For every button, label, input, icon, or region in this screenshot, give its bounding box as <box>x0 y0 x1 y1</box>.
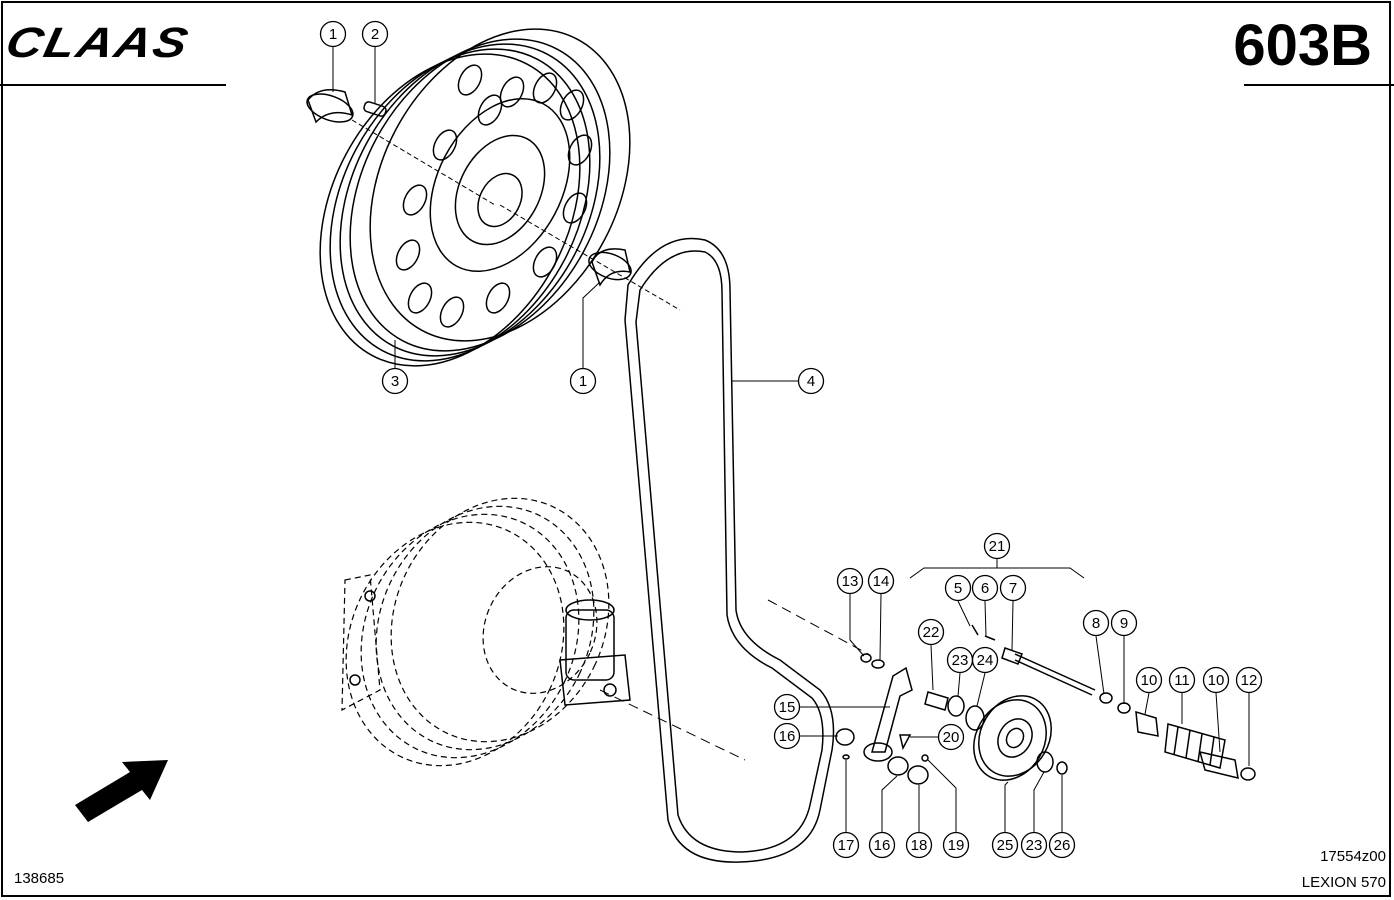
callout-label: 16 <box>779 728 796 745</box>
spring-seat-10a <box>1135 710 1159 737</box>
bushing-18 <box>907 765 929 785</box>
bolt-22 <box>924 691 949 711</box>
callout-c8: 8 <box>1082 609 1110 637</box>
callout-c7: 7 <box>999 574 1027 602</box>
callout-c1a: 1 <box>319 20 347 48</box>
callout-c9: 9 <box>1110 609 1138 637</box>
callout-label: 16 <box>874 837 891 854</box>
callout-label: 12 <box>1241 672 1258 689</box>
callout-label: 23 <box>952 652 969 669</box>
nut-13 <box>860 653 872 663</box>
callout-c16b: 16 <box>868 831 896 859</box>
machine-model: LEXION 570 <box>1301 874 1386 891</box>
callout-c15: 15 <box>773 693 801 721</box>
tension-rod <box>971 624 1096 696</box>
callout-c22: 22 <box>917 618 945 646</box>
callout-label: 6 <box>981 580 989 597</box>
header-rule-left <box>0 84 226 86</box>
spring-seat-10b <box>1198 750 1239 779</box>
callout-label: 23 <box>1026 837 1043 854</box>
pin-17 <box>842 754 850 760</box>
callout-label: 26 <box>1054 837 1071 854</box>
callout-c19: 19 <box>942 831 970 859</box>
callout-c14: 14 <box>867 567 895 595</box>
tensioner-arm <box>863 666 913 762</box>
callout-label: 10 <box>1141 672 1158 689</box>
callout-label: 18 <box>911 837 928 854</box>
nut-12 <box>1240 767 1256 781</box>
callout-label: 24 <box>977 652 994 669</box>
callout-c26: 26 <box>1048 831 1076 859</box>
bushing-16b <box>887 756 909 776</box>
callout-c12: 12 <box>1235 666 1263 694</box>
callout-label: 1 <box>579 373 587 390</box>
callout-label: 7 <box>1009 580 1017 597</box>
washer-14 <box>871 659 885 669</box>
callout-label: 10 <box>1208 672 1225 689</box>
wedge-20 <box>899 734 912 751</box>
callout-c21: 21 <box>983 532 1011 560</box>
callout-c10a: 10 <box>1135 666 1163 694</box>
callout-label: 1 <box>329 26 337 43</box>
ring-23 <box>947 695 965 717</box>
callout-label: 3 <box>391 373 399 390</box>
engine-drive-hub <box>341 497 631 767</box>
callout-c25: 25 <box>991 831 1019 859</box>
callout-label: 2 <box>371 26 379 43</box>
callout-c3: 3 <box>381 367 409 395</box>
circlip-23 <box>1036 751 1054 773</box>
callout-c5: 5 <box>944 574 972 602</box>
callout-label: 11 <box>1174 672 1190 689</box>
callout-label: 15 <box>779 699 796 716</box>
callout-label: 20 <box>943 729 960 746</box>
callout-label: 21 <box>989 538 1006 555</box>
pulley-wheel <box>319 28 631 367</box>
callout-c2: 2 <box>361 20 389 48</box>
document-number: 138685 <box>14 870 65 887</box>
callout-c1b: 1 <box>569 367 597 395</box>
page-number: 603B <box>1233 13 1372 78</box>
v-belt <box>624 237 835 863</box>
callout-c17: 17 <box>832 831 860 859</box>
grease-nipple-19 <box>921 754 929 762</box>
taper-bushing-half-2 <box>588 248 632 287</box>
taper-bushing-half <box>306 89 354 124</box>
leader-lines <box>332 47 1250 832</box>
callout-label: 8 <box>1092 615 1100 632</box>
callout-c20: 20 <box>937 723 965 751</box>
feather-key <box>363 101 387 117</box>
callout-c10b: 10 <box>1202 666 1230 694</box>
callout-c11: 11 <box>1168 666 1196 694</box>
callout-c23a: 23 <box>946 646 974 674</box>
callout-label: 13 <box>842 573 859 590</box>
nut-8 <box>1099 692 1113 704</box>
callout-c4: 4 <box>797 367 825 395</box>
callout-c16a: 16 <box>773 722 801 750</box>
callout-label: 25 <box>997 837 1014 854</box>
group-bracket-21 <box>909 567 1085 579</box>
bushing-16a <box>835 728 855 746</box>
drawing-id: 17554z00 <box>1320 848 1386 865</box>
callout-label: 17 <box>838 837 855 854</box>
callout-label: 14 <box>873 573 890 590</box>
direction-arrow <box>75 760 168 822</box>
callout-label: 4 <box>807 373 815 390</box>
callout-c13: 13 <box>836 567 864 595</box>
tension-spring <box>1164 723 1226 769</box>
header-rule-right <box>1244 84 1394 86</box>
ring-26 <box>1056 761 1068 775</box>
callout-c24: 24 <box>971 646 999 674</box>
callout-c18: 18 <box>905 831 933 859</box>
callout-label: 5 <box>954 580 962 597</box>
callout-label: 19 <box>948 837 965 854</box>
callout-label: 22 <box>923 624 940 641</box>
callout-c23b: 23 <box>1020 831 1048 859</box>
callout-label: 9 <box>1120 615 1128 632</box>
callout-c6: 6 <box>971 574 999 602</box>
washer-9 <box>1117 702 1131 714</box>
idler-pulley <box>973 695 1052 781</box>
